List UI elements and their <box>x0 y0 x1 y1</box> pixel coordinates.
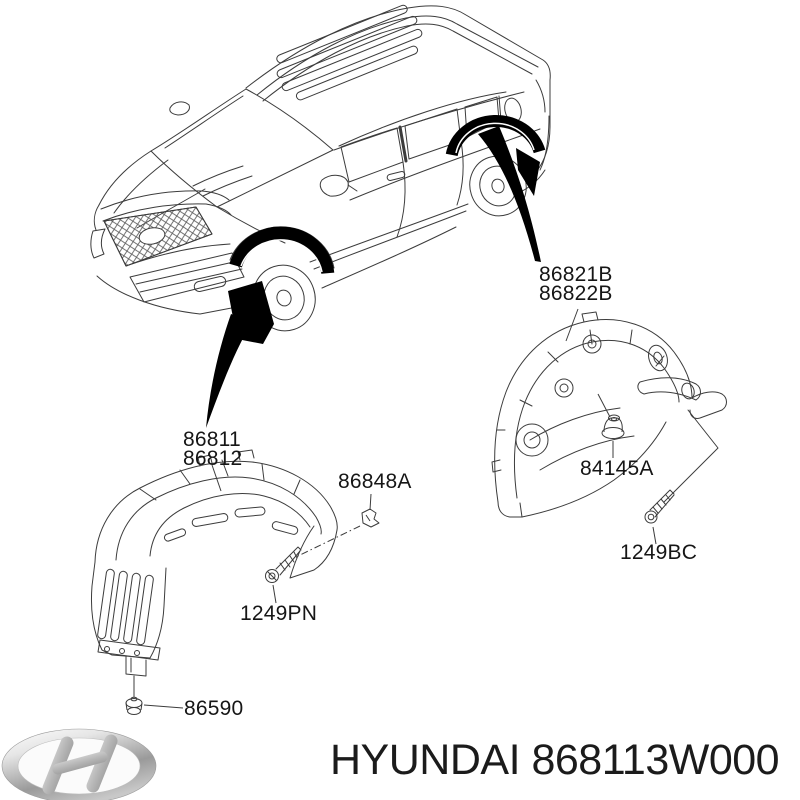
part-label-rear-screw: 1249BC <box>620 541 698 564</box>
part-label-nut: 84145A <box>580 457 654 480</box>
leader-lines <box>143 308 719 709</box>
nut-84145a-icon <box>601 414 625 439</box>
vehicle-illustration <box>90 4 551 332</box>
part-label-front-screw: 1249PN <box>240 602 318 625</box>
part-label-grommet: 86590 <box>184 697 244 720</box>
part-number-86812: 86812 <box>183 447 243 470</box>
footer-part-title: HYUNDAI 868113W000 <box>330 736 780 784</box>
part-label-clip: 86848A <box>338 470 412 493</box>
hyundai-logo <box>1 728 157 800</box>
rear-liner-drawing <box>491 311 727 518</box>
grommet-86590-icon <box>125 696 143 715</box>
part-number-86811: 86811 <box>183 428 241 451</box>
rear-wheel-arch-highlight <box>445 115 546 196</box>
part-label-front-liner: 86811 86812 <box>183 428 243 470</box>
part-number-86821b: 86821B <box>539 263 613 286</box>
screw-1249pn-icon <box>265 546 302 583</box>
part-number-86822b: 86822B <box>539 282 613 305</box>
part-label-rear-liner: 86821B 86822B <box>539 263 613 305</box>
clip-86848a-icon <box>361 508 380 528</box>
front-liner-drawing <box>91 449 338 698</box>
screw-1249bc-icon <box>644 489 675 524</box>
roof-slots <box>276 4 423 101</box>
rear-wheel-arrow <box>478 126 541 262</box>
front-wheel-arrow <box>206 314 252 428</box>
